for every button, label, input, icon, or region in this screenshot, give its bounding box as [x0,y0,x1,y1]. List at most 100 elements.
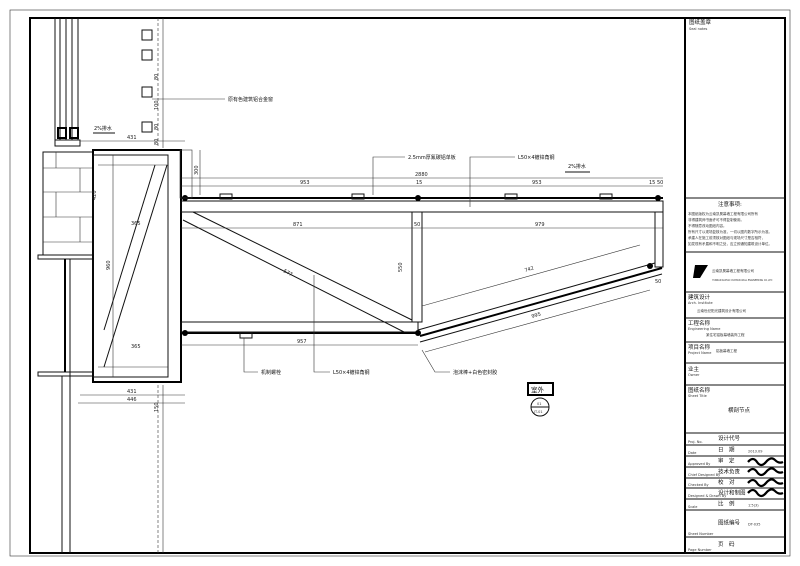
row-label-en: Designed & Drawn By [688,494,726,498]
engineering-label: 工程名称 [688,319,711,327]
dim-height: 550 [398,262,404,272]
arch-label: 建筑设计 [688,293,711,301]
note-line: 承建人在施工前须核对图纸与现场尺寸是否相符， [688,235,765,240]
dim-box-width: 365 [131,221,141,227]
row-label-cn: 日 期 [718,447,735,454]
seal-title: 图纸盖章 [689,18,712,26]
dim-bottom: 957 [297,339,307,345]
label-angle-bottom: L50×4镀锌角钢 [333,369,370,376]
engineering-value: 某住宅铝板幕墙装饰工程 [706,332,745,337]
notes-title: 注意事项: [718,200,742,208]
row-value: 2013.09 [748,450,762,454]
outdoor-tag [527,382,554,396]
arch-label-en: Arch. Institute [688,301,713,305]
row-label-cn: 图纸编号 [718,519,741,527]
row-label-cn: 设计代号 [718,434,741,442]
label-drain-left: 2%排水 [94,125,112,132]
label-panel: 2.5mm厚氟碳铝单板 [408,154,456,161]
dim-box-top: 431 [127,135,137,141]
sheet-label: 图纸名称 [688,386,711,394]
dim-inner-mid: 50 [414,222,420,228]
row-label-en: Sheet Number [688,532,714,536]
row-label-en: Approved By [688,462,710,466]
dim-inner-left: 871 [293,222,303,228]
note-line: 所有尺寸以现场复核为准，一切以图内数字所示为准。 [688,229,772,234]
label-bolt: 机制螺栓 [261,369,281,376]
dim-box-height-2: 420 [92,190,98,200]
row-label-cn: 审 定 [718,457,735,465]
dim-total: 2880 [415,172,428,178]
dim-window-3: 80 [154,124,160,130]
row-label-en: Scale [688,505,697,509]
label-drain-right: 2%排水 [568,163,586,170]
dim-slope-end: 50 [655,279,661,285]
detail-reference: JT-01 [533,410,543,414]
note-line: 非得建筑师书面许可不得复制使用。 [688,217,744,222]
row-label-en: Chief Designed By [688,473,720,477]
note-line: 本图纸版权为云南凯昊幕墙工程有限公司所有 [688,211,758,216]
title-block: 图纸盖章 Seal notes 注意事项: 本图纸版权为云南凯昊幕墙工程有限公司… [684,18,785,553]
dim-inner-right: 979 [535,222,545,228]
note-line: 不得随意改动图纸内容。 [688,223,727,228]
project-label: 项目名称 [688,343,711,351]
label-window: 原有色建筑铝合金窗 [228,96,273,103]
drawing-frame [29,17,786,554]
dim-low: 150 [154,402,160,412]
project-value: 铝板幕墙工程 [716,348,737,353]
canopy-frame [179,149,664,343]
dim-top-end-1: 15 [649,180,655,186]
dim-top-offset: 300 [194,165,200,175]
row-label-en: Page Number [688,548,712,552]
signature [747,457,784,467]
row-label-en: Date [688,451,696,455]
dim-window-4: 80 [154,139,160,145]
dim-diagonal: 577 [282,268,293,278]
signature [747,488,784,498]
note-line: 如发现有矛盾和不明之处，应立即通知建筑设计单位。 [688,241,772,246]
row-label-en: Checked By [688,483,709,487]
dim-window-1: 80 [154,74,160,80]
dim-top-gap: 15 [416,180,422,186]
label-angle-top: L50×4镀锌角钢 [518,154,555,161]
row-value: 1:5(3) [748,504,759,508]
row-value: DT-035 [748,523,760,527]
row-label-cn: 设计和制图 [718,489,746,497]
dim-box-bottom: 431 [127,389,137,395]
dim-slope-bottom: 995 [531,312,542,320]
project-label-en: Project Name [688,351,711,355]
signature [747,478,784,488]
dim-box-bottom-2: 446 [127,397,137,403]
company-name: 云南凯昊幕墙工程有限公司 [712,268,754,273]
sheet-border [9,9,791,557]
label-sealant: 泡沫棒+白色密封胶 [453,369,497,376]
owner-label-en: Owner [688,373,700,377]
company-logo-icon [693,265,708,278]
dim-slope-top: 742 [524,266,535,274]
anchor-plates [141,18,225,553]
label-outdoor: 室外 [531,385,545,394]
dim-top-end-2: 50 [657,180,663,186]
owner-label: 业主 [688,365,700,373]
window-frame [54,18,81,147]
company-name-en: YUNNAN KAIHAO CURTAIN WALL ENGINEERING C… [712,279,773,282]
dim-top-right: 953 [532,180,542,186]
row-label-en: Proj. No. [688,440,703,444]
seal-subtitle: Seal notes [689,27,707,31]
arch-value: 云南世纪阳光建筑设计有限公司 [697,308,746,313]
sheet-label-en: Sheet Title [688,394,707,398]
detail-number: 01 [537,402,541,406]
dim-window-2: 100 [154,100,160,110]
signature [747,467,784,477]
dim-box-height: 960 [106,260,112,270]
row-label-cn: 页 码 [718,540,735,548]
row-label-cn: 比 例 [718,500,735,508]
sheet-value: 横剖节点 [728,406,751,414]
dim-box-width-2: 365 [131,344,141,350]
dim-top-left: 953 [300,180,310,186]
engineering-label-en: Engineering Name [688,327,720,331]
brick-wall [37,151,94,553]
row-label-cn: 技术负责 [718,468,741,476]
steel-column [92,149,182,383]
